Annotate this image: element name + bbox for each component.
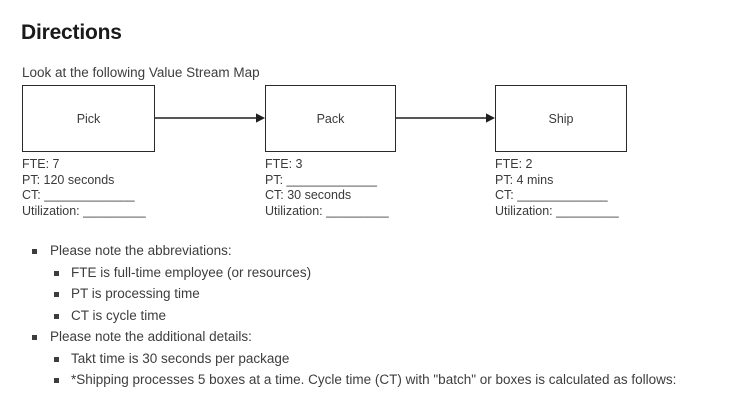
process-label-pick: Pick <box>76 111 101 126</box>
value-stream-map: Pick Pack Ship FTE: 7 PT: 120 seconds CT… <box>22 85 627 219</box>
page-title: Directions <box>21 21 122 45</box>
list-item: FTE is full-time employee (or resources) <box>0 262 747 284</box>
intro-text: Look at the following Value Stream Map <box>22 64 260 80</box>
process-box-ship: Ship <box>495 85 627 152</box>
notes-abbreviations: Please note the abbreviations: FTE is fu… <box>0 240 747 326</box>
notes-abbreviations-heading: Please note the abbreviations: <box>0 240 747 262</box>
list-item: CT is cycle time <box>0 305 747 327</box>
process-box-pick: Pick <box>22 85 155 152</box>
process-label-pack: Pack <box>316 111 345 126</box>
metric-fte-ship: FTE: 2 <box>495 157 533 171</box>
flow-arrow-pick-to-pack <box>155 113 265 123</box>
metrics-ship: FTE: 2 PT: 4 mins CT: _____________ Util… <box>495 157 619 219</box>
process-box-pack: Pack <box>265 85 396 152</box>
metric-pt-ship: PT: 4 mins <box>495 172 554 187</box>
metric-pt-pick: PT: 120 seconds <box>22 172 115 187</box>
process-label-ship: Ship <box>548 111 574 126</box>
notes-section: Please note the abbreviations: FTE is fu… <box>0 240 747 391</box>
metric-utilization-pick: Utilization: _________ <box>22 203 146 218</box>
metric-ct-ship: CT: _____________ <box>495 188 608 202</box>
notes-additional-heading: Please note the additional details: <box>0 326 747 348</box>
metrics-pack: FTE: 3 PT: _____________ CT: 30 seconds … <box>265 157 389 219</box>
list-item: PT is processing time <box>0 283 747 305</box>
metric-ct-pack: CT: 30 seconds <box>265 188 352 202</box>
metric-fte-pack: FTE: 3 <box>265 157 303 171</box>
list-item: *Shipping processes 5 boxes at a time. C… <box>0 369 747 391</box>
list-item: Takt time is 30 seconds per package <box>0 348 747 370</box>
metric-utilization-ship: Utilization: _________ <box>495 203 619 218</box>
metric-utilization-pack: Utilization: _________ <box>265 203 389 218</box>
metric-pt-pack: PT: _____________ <box>265 172 377 187</box>
metric-ct-pick: CT: _____________ <box>22 188 135 202</box>
notes-additional: Please note the additional details: Takt… <box>0 326 747 391</box>
metric-fte-pick: FTE: 7 <box>22 157 60 171</box>
flow-arrow-pack-to-ship <box>396 113 495 123</box>
metrics-pick: FTE: 7 PT: 120 seconds CT: _____________… <box>22 157 146 219</box>
